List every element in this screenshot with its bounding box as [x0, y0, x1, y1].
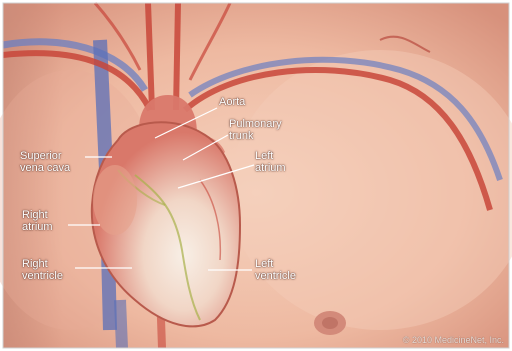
label-right-atrium: Right atrium — [22, 209, 53, 233]
carotid-artery-right — [176, 3, 178, 110]
label-left-atrium: Left atrium — [255, 150, 286, 174]
label-left-ventricle: Left ventricle — [255, 258, 296, 282]
carotid-artery-left — [148, 3, 152, 110]
label-right-ventricle: Right ventricle — [22, 258, 63, 282]
copyright-notice: © 2010 MedicineNet, Inc. — [403, 335, 504, 345]
label-superior-vena-cava: Superior vena cava — [20, 150, 70, 174]
inferior-vein — [120, 300, 122, 348]
label-aorta: Aorta — [219, 96, 245, 108]
label-pulmonary-trunk: Pulmonary trunk — [229, 118, 282, 142]
